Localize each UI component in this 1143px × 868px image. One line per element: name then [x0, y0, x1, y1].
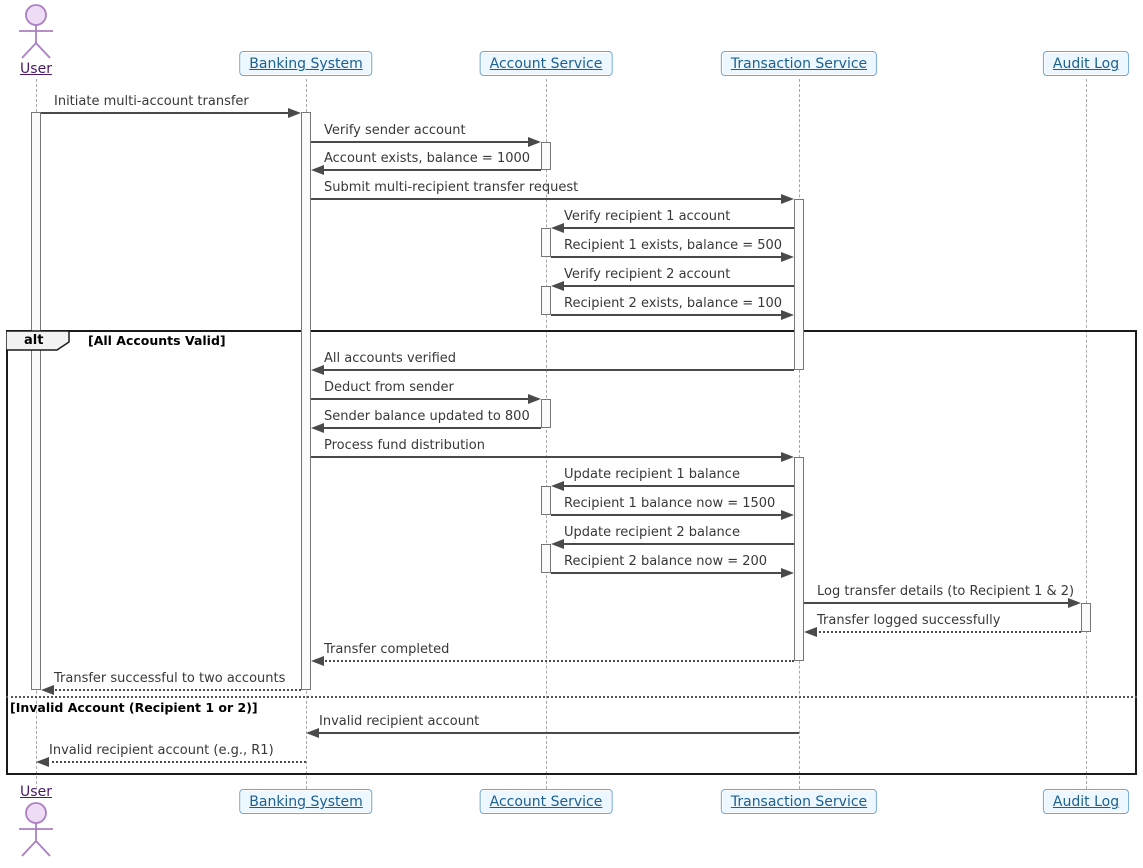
message-6-arrowhead-icon [781, 252, 794, 262]
message-11-arrowhead-icon [311, 423, 324, 433]
message-19-line [322, 660, 794, 662]
message-11-label: Sender balance updated to 800 [324, 409, 530, 424]
message-8-arrowhead-icon [781, 310, 794, 320]
message-4-arrowhead-icon [781, 194, 794, 204]
message-1-line [41, 112, 290, 114]
message-12-arrowhead-icon [781, 452, 794, 462]
message-5-arrowhead-icon [551, 223, 564, 233]
message-3-label: Account exists, balance = 1000 [324, 151, 531, 166]
message-1-label: Initiate multi-account transfer [54, 94, 249, 109]
participant-bottom-account-service: Account Service [479, 789, 613, 814]
activation-bar-banking-system [301, 112, 311, 690]
participant-top-audit-log: Audit Log [1042, 51, 1130, 76]
message-9-line [322, 369, 794, 371]
message-9-label: All accounts verified [324, 351, 457, 366]
message-21-arrowhead-icon [306, 728, 319, 738]
message-12-line [311, 456, 783, 458]
message-9-arrowhead-icon [311, 365, 324, 375]
activation-bar-account-service [541, 228, 551, 257]
actor-label-bottom-user: User [20, 784, 52, 800]
message-7-arrowhead-icon [551, 281, 564, 291]
activation-bar-transaction-service [794, 199, 804, 370]
alt-condition-2: [Invalid Account (Recipient 1 or 2)] [10, 700, 258, 715]
message-22-label: Invalid recipient account (e.g., R1) [49, 743, 274, 758]
message-13-arrowhead-icon [551, 481, 564, 491]
participant-top-banking-system: Banking System [239, 51, 373, 76]
actor-label-top-user: User [20, 61, 52, 77]
message-15-line [562, 543, 794, 545]
message-10-line [311, 398, 530, 400]
activation-bar-audit-log [1081, 603, 1091, 632]
lifeline-audit-log [1085, 79, 1087, 789]
participant-bottom-banking-system: Banking System [239, 789, 373, 814]
message-4-line [311, 198, 783, 200]
message-22-line [47, 761, 306, 763]
message-7-line [562, 285, 794, 287]
message-18-label: Transfer logged successfully [817, 613, 1001, 628]
message-21-label: Invalid recipient account [319, 714, 480, 729]
message-5-line [562, 227, 794, 229]
activation-bar-account-service [541, 399, 551, 428]
message-14-arrowhead-icon [781, 510, 794, 520]
activation-bar-user [31, 112, 41, 690]
message-17-arrowhead-icon [1068, 598, 1081, 608]
message-14-line [551, 514, 783, 516]
message-21-line [317, 732, 799, 734]
message-12-label: Process fund distribution [324, 438, 485, 453]
alt-frame-pentagon [6, 330, 70, 351]
message-15-arrowhead-icon [551, 539, 564, 549]
message-2-line [311, 141, 530, 143]
message-16-arrowhead-icon [781, 568, 794, 578]
message-2-label: Verify sender account [324, 123, 466, 138]
message-8-line [551, 314, 783, 316]
message-5-label: Verify recipient 1 account [564, 209, 731, 224]
message-11-line [322, 427, 541, 429]
alt-frame-keyword: alt [24, 333, 44, 348]
message-10-label: Deduct from sender [324, 380, 454, 395]
message-1-arrowhead-icon [288, 108, 301, 118]
message-22-arrowhead-icon [36, 757, 49, 767]
message-20-arrowhead-icon [41, 685, 54, 695]
message-16-line [551, 572, 783, 574]
message-3-line [322, 169, 541, 171]
participant-bottom-transaction-service: Transaction Service [720, 789, 878, 814]
user-top-actor-icon [19, 4, 53, 59]
message-15-label: Update recipient 2 balance [564, 525, 740, 540]
alt-condition-1: [All Accounts Valid] [88, 333, 226, 348]
message-4-label: Submit multi-recipient transfer request [324, 180, 579, 195]
message-18-arrowhead-icon [804, 627, 817, 637]
lifeline-account-service [545, 79, 547, 789]
message-14-label: Recipient 1 balance now = 1500 [564, 496, 776, 511]
message-17-line [804, 602, 1070, 604]
message-19-label: Transfer completed [324, 642, 450, 657]
message-16-label: Recipient 2 balance now = 200 [564, 554, 768, 569]
alt-frame [6, 330, 1137, 775]
message-2-arrowhead-icon [528, 137, 541, 147]
message-18-line [815, 631, 1081, 633]
participant-top-transaction-service: Transaction Service [720, 51, 878, 76]
message-20-line [52, 689, 301, 691]
activation-bar-transaction-service [794, 457, 804, 661]
participant-bottom-audit-log: Audit Log [1042, 789, 1130, 814]
lifeline-transaction-service [798, 79, 800, 789]
message-17-label: Log transfer details (to Recipient 1 & 2… [817, 584, 1075, 599]
message-6-line [551, 256, 783, 258]
activation-bar-account-service [541, 142, 551, 170]
message-8-label: Recipient 2 exists, balance = 100 [564, 296, 783, 311]
activation-bar-account-service [541, 486, 551, 515]
message-20-label: Transfer successful to two accounts [54, 671, 286, 686]
alt-section-divider [6, 696, 1137, 698]
message-13-line [562, 485, 794, 487]
message-7-label: Verify recipient 2 account [564, 267, 731, 282]
message-6-label: Recipient 1 exists, balance = 500 [564, 238, 783, 253]
message-19-arrowhead-icon [311, 656, 324, 666]
message-3-arrowhead-icon [311, 165, 324, 175]
message-13-label: Update recipient 1 balance [564, 467, 740, 482]
message-10-arrowhead-icon [528, 394, 541, 404]
user-bottom-actor-icon [19, 802, 53, 857]
activation-bar-account-service [541, 286, 551, 315]
activation-bar-account-service [541, 544, 551, 573]
participant-top-account-service: Account Service [479, 51, 613, 76]
